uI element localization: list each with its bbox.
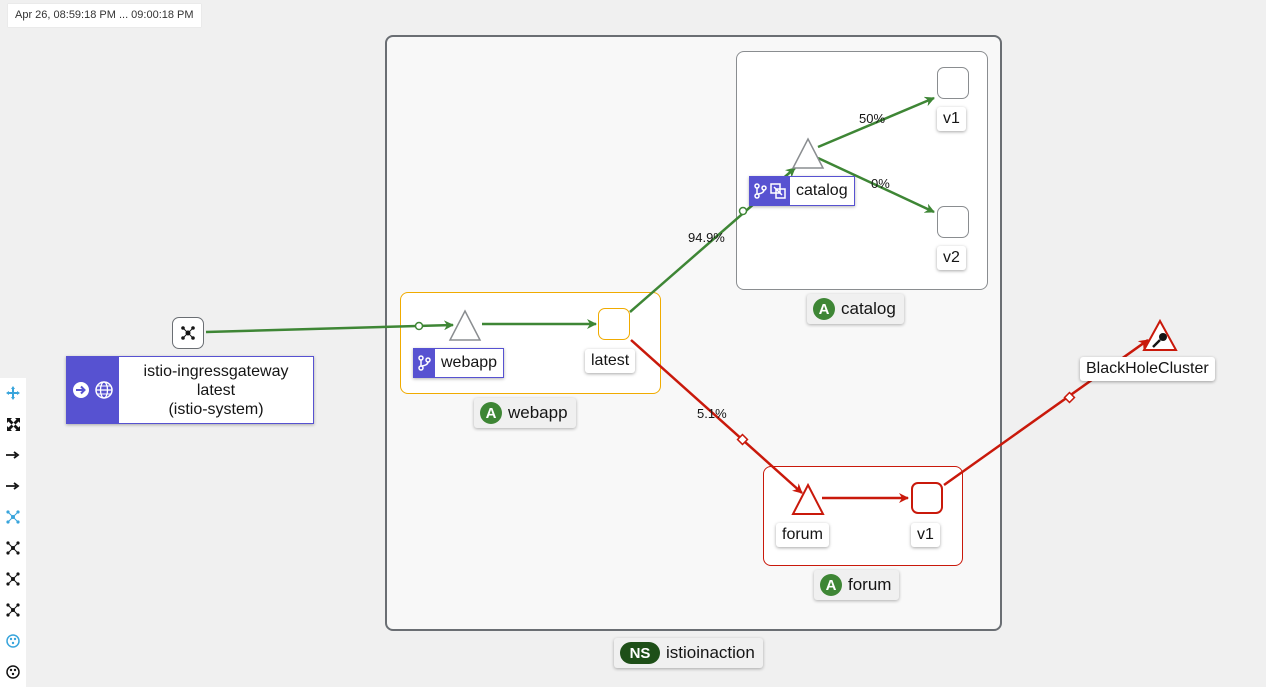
- virtual-service-icon: [754, 183, 767, 199]
- catalog-v2-node[interactable]: [937, 206, 969, 238]
- catalog-v1-label: v1: [937, 107, 966, 131]
- gateway-node[interactable]: [172, 317, 204, 349]
- forum-v1-node[interactable]: [911, 482, 943, 514]
- legend-icon[interactable]: [0, 625, 26, 656]
- graph-toolbar: [0, 378, 26, 687]
- namespace-badge: NS: [620, 642, 660, 664]
- catalog-v1-node[interactable]: [937, 67, 969, 99]
- blackhole-node: [1142, 318, 1178, 351]
- layout-graph-1-icon[interactable]: [0, 502, 26, 533]
- layout-graph-4-icon[interactable]: [0, 594, 26, 625]
- time-range: Apr 26, 08:59:18 PM ... 09:00:18 PM: [8, 4, 201, 27]
- webapp-app-label[interactable]: A webapp: [474, 398, 576, 428]
- layout-arrow-1-icon[interactable]: [0, 440, 26, 471]
- webapp-latest-node[interactable]: [598, 308, 630, 340]
- namespace-label[interactable]: NS istioinaction: [614, 638, 763, 668]
- settings-icon[interactable]: [0, 656, 26, 687]
- virtual-service-icon: [418, 355, 431, 371]
- webapp-service-node: [448, 309, 482, 341]
- gateway-name: istio-ingressgateway: [143, 362, 289, 380]
- forum-v1-label: v1: [911, 523, 940, 547]
- gateway-version: latest: [196, 381, 236, 399]
- edge-label-catalog-v1: 50%: [859, 111, 886, 126]
- gateway-namespace: (istio-system): [168, 400, 264, 418]
- layout-graph-3-icon[interactable]: [0, 563, 26, 594]
- forum-app-label[interactable]: A forum: [814, 570, 900, 600]
- network-icon: [181, 326, 195, 340]
- edge-label-webapp-forum: 5.1%: [697, 406, 727, 421]
- globe-icon: [95, 381, 113, 399]
- destination-rule-icon: [770, 183, 786, 199]
- catalog-v2-label: v2: [937, 246, 966, 270]
- move-icon[interactable]: [0, 378, 26, 409]
- catalog-service-label: catalog: [749, 176, 855, 206]
- edge-label-webapp-catalog: 94.9%: [688, 230, 725, 245]
- app-badge: A: [813, 298, 835, 320]
- app-badge: A: [480, 402, 502, 424]
- expand-icon[interactable]: [0, 409, 26, 440]
- ingress-gateway-node[interactable]: istio-ingressgateway latest (istio-syste…: [66, 356, 314, 424]
- layout-arrow-2-icon[interactable]: [0, 471, 26, 502]
- catalog-app-label[interactable]: A catalog: [807, 294, 904, 324]
- catalog-service-node: [791, 137, 825, 169]
- edge-catalog-v2: [817, 156, 935, 214]
- webapp-latest-label: latest: [585, 349, 636, 373]
- layout-graph-2-icon[interactable]: [0, 533, 26, 564]
- arrow-circle-right-icon: [73, 382, 89, 398]
- forum-service-label: forum: [776, 523, 829, 547]
- edge-latest-forum: [630, 339, 803, 494]
- webapp-service-label: webapp: [413, 348, 505, 378]
- edge-label-catalog-v2: 0%: [871, 176, 890, 191]
- edge-catalog-v1: [817, 96, 935, 149]
- blackhole-label: BlackHoleCluster: [1080, 357, 1215, 381]
- edge-gateway-webapp: [205, 320, 454, 334]
- app-badge: A: [820, 574, 842, 596]
- forum-service-node: [791, 482, 825, 515]
